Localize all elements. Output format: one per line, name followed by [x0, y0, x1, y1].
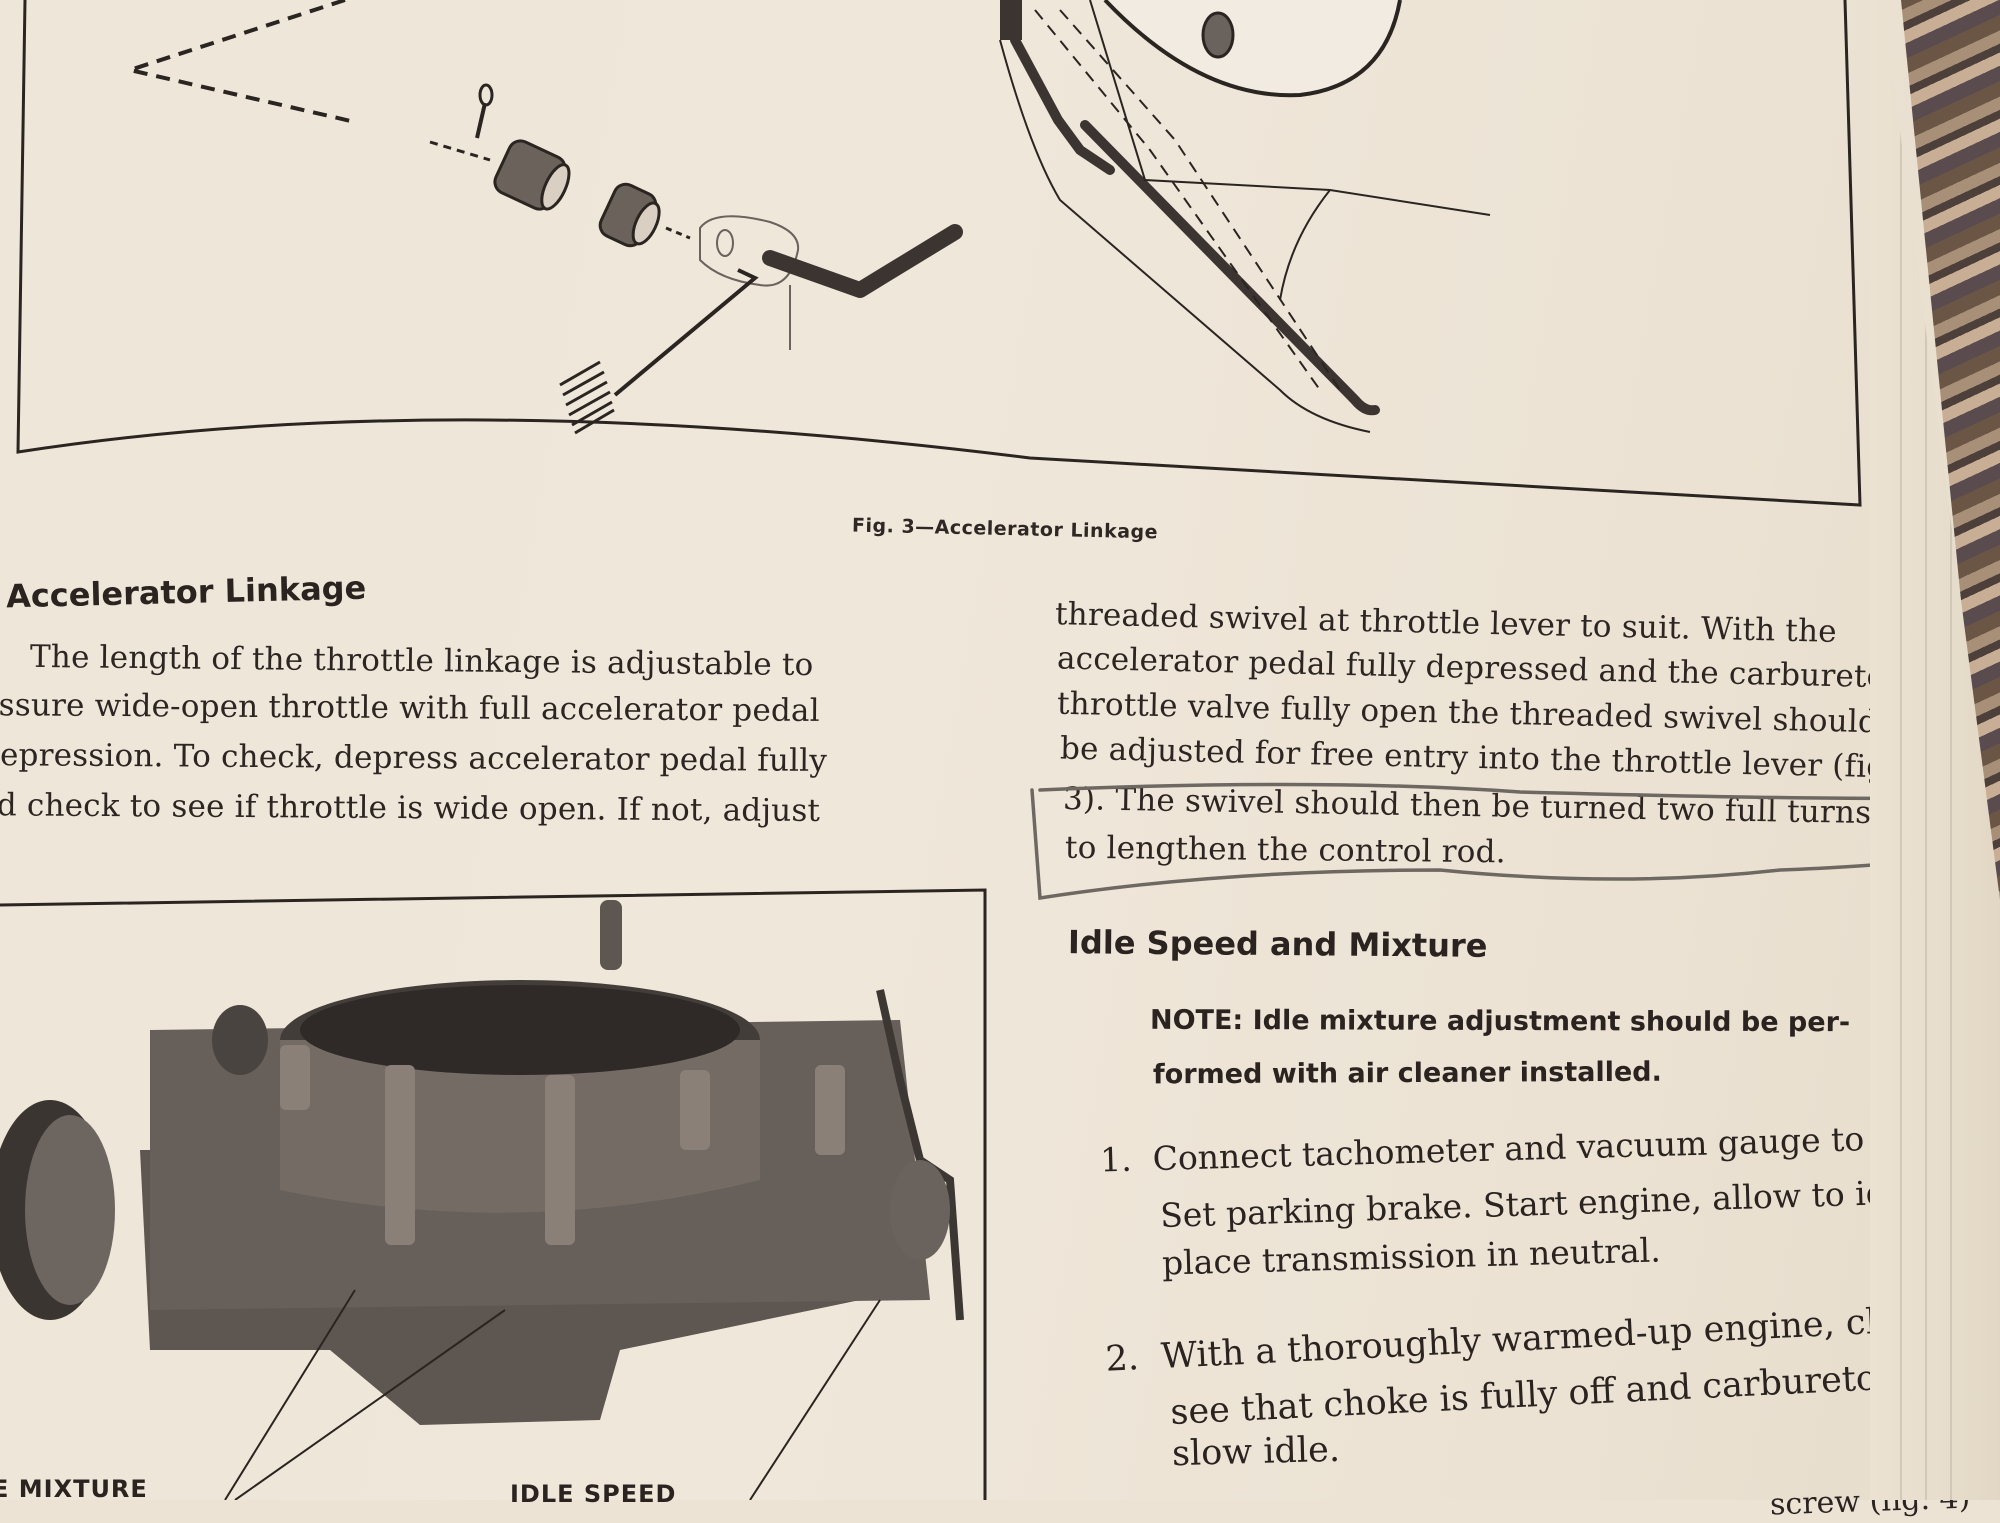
callout-idle-speed: IDLE SPEED — [510, 1480, 677, 1508]
section-heading-idle-speed-mixture: Idle Speed and Mixture — [1067, 923, 1488, 965]
paragraph-line: depression. To check, depress accelerato… — [0, 737, 828, 779]
note-line: NOTE: Idle mixture adjustment should be … — [1149, 1004, 1851, 1039]
note-line: formed with air cleaner installed. — [1152, 1056, 1662, 1091]
step-line: Set parking brake. Start engine, allow t… — [1159, 1169, 1990, 1236]
step-number: 2. — [1104, 1338, 1140, 1380]
step-line: place transmission in neutral. — [1161, 1230, 1662, 1283]
section-heading-accelerator-linkage: Accelerator Linkage — [5, 568, 367, 616]
paragraph-line: and check to see if throttle is wide ope… — [0, 786, 821, 830]
paragraph-line: The length of the throttle linkage is ad… — [29, 638, 814, 684]
figure-4-carburetor-illustration — [0, 888, 987, 1500]
figure-3-illustration — [16, 0, 1862, 507]
step-number: 1. — [1099, 1139, 1133, 1180]
paragraph-line: throttle valve fully open the threaded s… — [1056, 685, 1879, 741]
pencil-circle-annotation — [1030, 782, 1959, 901]
paragraph-line: threaded swivel at throttle lever to sui… — [1054, 596, 1838, 650]
paragraph-line: assure wide-open throttle with full acce… — [0, 687, 820, 729]
step-line: slow idle. — [1171, 1429, 1341, 1475]
callout-idle-mixture: E MIXTURE — [0, 1475, 148, 1503]
paragraph-line: accelerator pedal fully depressed and th… — [1056, 640, 1901, 696]
